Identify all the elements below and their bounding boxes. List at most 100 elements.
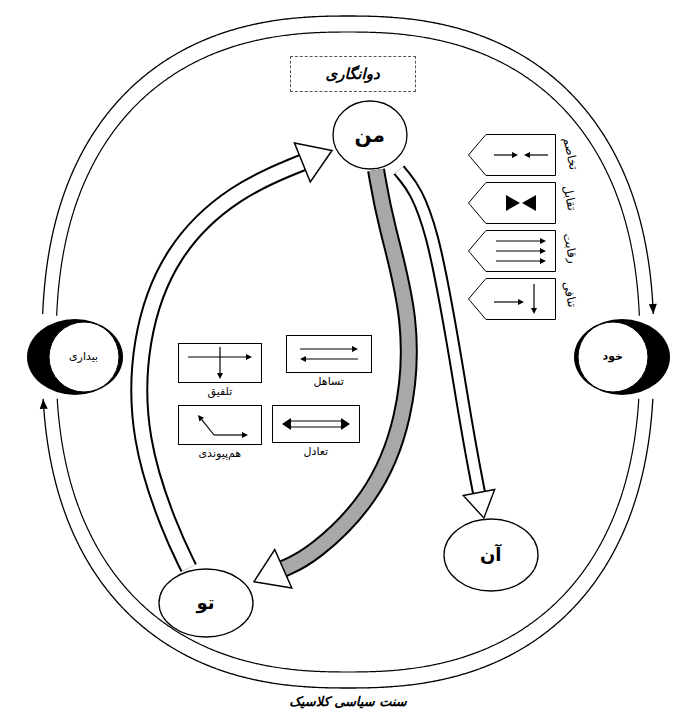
triangle-symbol (341, 418, 350, 430)
node-label: تلفیق (208, 385, 233, 398)
arrow-line (496, 260, 540, 261)
node-label: دوانگاری (326, 65, 380, 83)
arrow-box-outline (469, 279, 556, 320)
cycle-arrow (43, 16, 654, 314)
arrow-line (300, 348, 352, 349)
tradition-caption: سنت سیاسی کلاسیک (289, 694, 407, 710)
relation-box: هم‌پیوندی (178, 405, 262, 461)
circle-outline (444, 519, 538, 591)
node-label: خود (603, 350, 623, 363)
label-group: رقابت (560, 232, 580, 265)
arrow-head (524, 152, 530, 158)
relation-symbol (282, 418, 350, 430)
relation-symbol (198, 415, 248, 438)
ring-line (57, 32, 640, 316)
arrow-line (290, 421, 342, 427)
label-group: تنافی (560, 280, 580, 309)
box-outline (179, 406, 262, 445)
box-outline (287, 336, 372, 373)
moon-light (49, 322, 119, 392)
circle-outline (333, 101, 407, 169)
node-shape (286, 335, 372, 373)
relation-symbol (496, 238, 546, 264)
band-outline (139, 163, 302, 568)
moon-dark (27, 319, 123, 395)
connector-group (43, 16, 654, 316)
relation-symbol (300, 346, 358, 362)
node-shape (178, 405, 262, 445)
arrow-line (496, 250, 540, 251)
arrow-line (214, 434, 242, 435)
arrow-line (306, 358, 358, 359)
arrow-head (352, 346, 358, 352)
label-holder: سنت سیاسی کلاسیک (289, 694, 407, 710)
arrow-head (512, 152, 518, 158)
moon-dark (574, 319, 670, 395)
label-group: تساهل (314, 375, 344, 388)
conflict-arrow-box: تقابل (468, 182, 556, 224)
arrow-line (496, 240, 540, 241)
node-label: رقابت (560, 232, 580, 265)
node-label: تخاصم (560, 136, 581, 171)
label-group: تعادل (304, 445, 329, 458)
pronoun-circle: تو (158, 568, 254, 638)
arrow-line (494, 154, 512, 155)
arrow-line (202, 420, 214, 435)
node-shape (468, 134, 556, 176)
label-group: تخاصم (560, 136, 581, 171)
relation-symbol (188, 347, 252, 379)
moon-light (578, 322, 648, 392)
band-arrow (399, 170, 479, 492)
node-shape (178, 343, 262, 383)
arrow-head (300, 356, 306, 362)
label-group: بیداری (69, 350, 98, 363)
band-arrow (283, 170, 409, 569)
label-group: تو (197, 592, 215, 614)
node-label: تساهل (314, 375, 344, 388)
concept-box: دوانگاری (290, 56, 416, 92)
arrow-head (540, 258, 546, 264)
moon-symbol: خود (573, 318, 671, 396)
conflict-arrow-box: تخاصم (468, 134, 556, 176)
box-outline (179, 344, 262, 383)
arrow-head (518, 299, 524, 305)
label-group: من (355, 123, 385, 147)
relation-symbol (494, 284, 537, 314)
node-label: تعادل (304, 445, 329, 458)
node-label: تو (197, 592, 215, 614)
label-group: تقابل (560, 184, 579, 212)
triangle-symbol (522, 195, 536, 211)
node-shape (468, 182, 556, 224)
label-group: هم‌پیوندی (199, 447, 242, 460)
arrow-head (242, 432, 248, 438)
arrow-head (531, 308, 537, 314)
connector-group (43, 399, 653, 688)
circle-outline (159, 569, 253, 637)
label-group: دوانگاری (326, 65, 380, 83)
box-outline (273, 406, 360, 443)
conflict-arrow-box: تنافی (468, 278, 556, 320)
arrow-box-outline (469, 231, 556, 272)
band-arrow (139, 163, 302, 568)
triangle-symbol (506, 195, 520, 211)
connector-group (283, 170, 409, 569)
arrow-box-outline (469, 183, 556, 224)
cycle-arrow (43, 399, 653, 688)
connector-group (139, 163, 302, 568)
relation-symbol (506, 195, 536, 211)
arrow-box-outline (469, 135, 556, 176)
arrow-head (540, 238, 546, 244)
node-label: تنافی (560, 280, 580, 309)
node-label: آن (480, 544, 502, 566)
label-group: تلفیق (208, 385, 233, 398)
arrow-line (219, 347, 220, 373)
label-group: آن (480, 544, 502, 566)
arrow-head (246, 354, 252, 360)
node-shape (468, 278, 556, 320)
node-label: تقابل (560, 184, 579, 212)
arrow-line (530, 154, 548, 155)
arrow-head (198, 415, 204, 422)
relation-box: تلفیق (178, 343, 262, 399)
node-label: بیداری (69, 350, 98, 363)
